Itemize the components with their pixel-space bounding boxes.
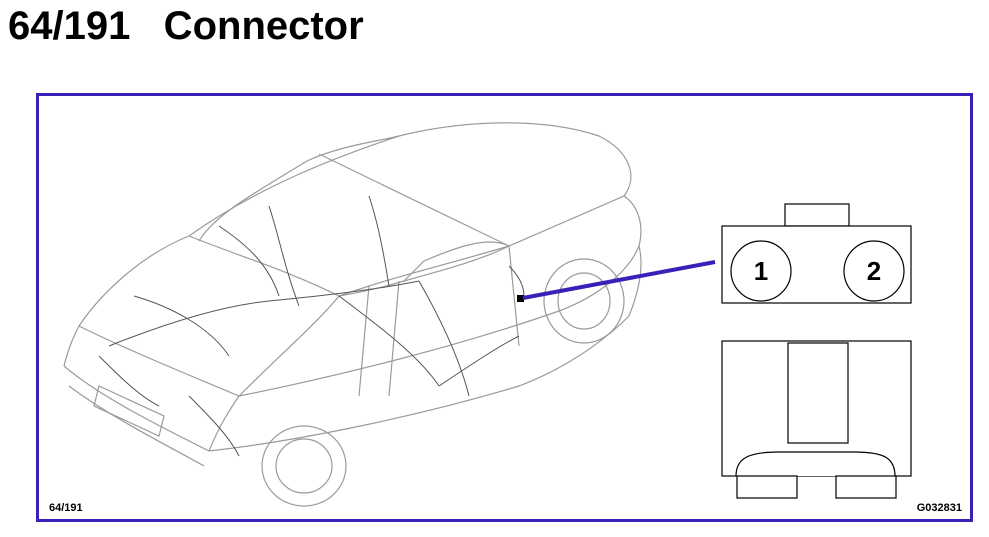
page-title: 64/191 Connector	[8, 4, 364, 48]
car-illustration	[63, 122, 642, 507]
diagram-frame: 1 2 64/191 G032831	[36, 93, 973, 522]
diagram-canvas: 1 2	[63, 122, 912, 507]
pin-1-label: 1	[754, 256, 768, 286]
connector-location-marker	[517, 295, 524, 302]
figure-ref-left: 64/191	[49, 502, 83, 514]
figure-ref-right: G032831	[916, 502, 962, 514]
connector-side-view	[721, 340, 912, 499]
leader-line	[522, 260, 716, 300]
connector-front-view	[721, 203, 912, 304]
pin-2-label: 2	[867, 256, 881, 286]
